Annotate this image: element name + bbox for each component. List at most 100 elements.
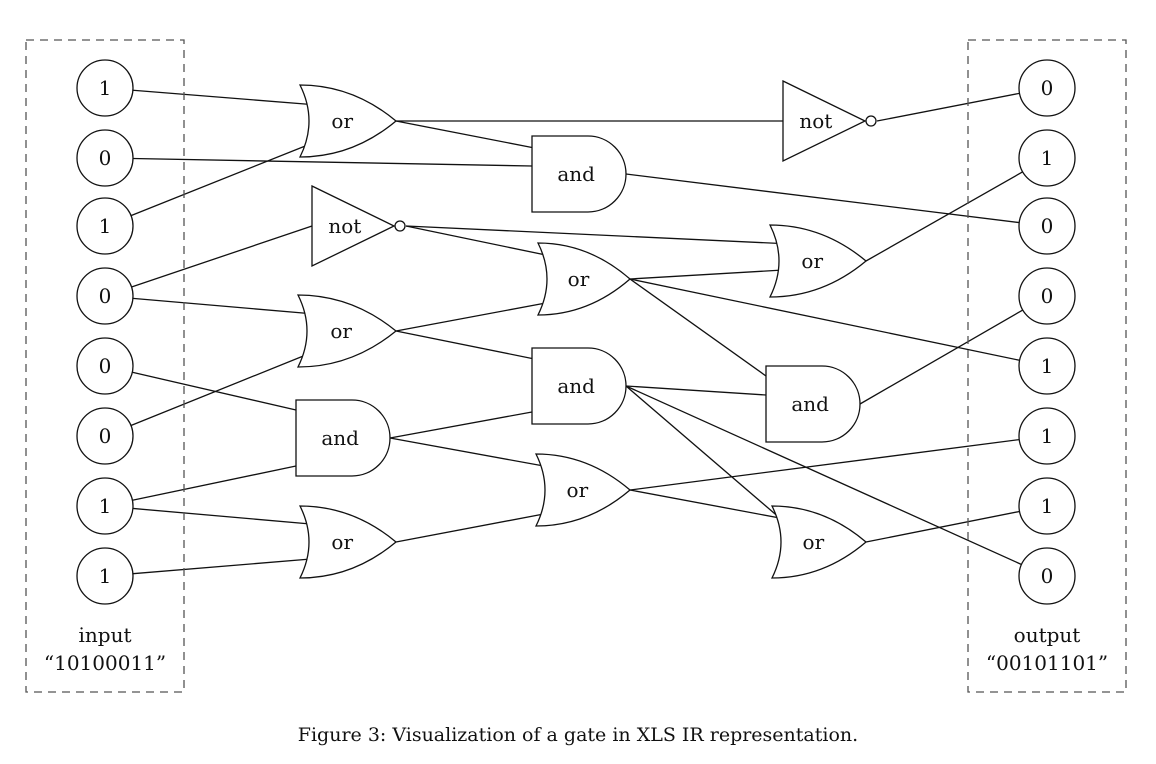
figure-caption: Figure 3: Visualization of a gate in XLS… xyxy=(298,724,858,746)
wires-layer xyxy=(130,89,1024,575)
output-bit-value: 1 xyxy=(1041,146,1054,170)
not-gate: not xyxy=(782,79,877,163)
wire-i6-g12 xyxy=(132,507,311,525)
not-gate: not xyxy=(311,184,406,268)
gate-label: and xyxy=(321,426,359,450)
wire-i6-g9 xyxy=(132,465,297,501)
and-gate: and xyxy=(531,347,627,425)
and-gate-body xyxy=(531,347,627,425)
output-bit-circle xyxy=(1018,337,1076,395)
input-bit-circle xyxy=(76,477,134,535)
wire-i4-g9 xyxy=(132,371,297,411)
output-bit-node: 1 xyxy=(1018,407,1076,465)
wire-g4-g5 xyxy=(405,225,546,256)
input-bit-value: 0 xyxy=(99,146,112,170)
output-box xyxy=(967,39,1127,693)
output-bit-circle xyxy=(1018,197,1076,255)
or-gate: or xyxy=(770,505,868,579)
wire-g13-o6 xyxy=(865,510,1020,543)
wire-i3-g6 xyxy=(132,297,309,315)
or-gate: or xyxy=(298,505,398,579)
input-bit-node: 1 xyxy=(76,477,134,535)
input-bit-node: 0 xyxy=(76,407,134,465)
input-bit-value: 0 xyxy=(99,354,112,378)
wire-g8-g13 xyxy=(625,385,781,519)
wire-i5-g6 xyxy=(130,354,307,427)
output-box-title: output xyxy=(1014,623,1081,647)
or-gate-body xyxy=(536,242,631,316)
input-bit-value: 0 xyxy=(99,424,112,448)
gate-label: or xyxy=(803,530,825,554)
gate-label: and xyxy=(791,392,829,416)
not-gate-body xyxy=(782,79,867,163)
or-gate: or xyxy=(536,242,631,316)
output-bit-circle xyxy=(1018,547,1076,605)
gate-label: or xyxy=(801,249,823,273)
input-bit-circle xyxy=(76,59,134,117)
or-gate: or xyxy=(298,84,398,158)
output-bit-value: 1 xyxy=(1041,494,1054,518)
not-gate-body xyxy=(311,184,396,268)
input-box-title: input xyxy=(79,623,132,647)
wire-g2-o2 xyxy=(625,173,1020,224)
output-bit-value: 0 xyxy=(1041,76,1054,100)
input-box-value: “10100011” xyxy=(44,651,166,675)
output-bit-value: 1 xyxy=(1041,354,1054,378)
or-gate-body xyxy=(768,224,868,298)
wire-g12-g11 xyxy=(395,513,544,543)
output-bit-node: 0 xyxy=(1018,59,1076,117)
input-bit-circle xyxy=(76,129,134,187)
inverter-bubble xyxy=(865,115,877,127)
output-bit-node: 1 xyxy=(1018,129,1076,187)
wire-i7-g12 xyxy=(132,558,311,575)
input-bit-node: 1 xyxy=(76,547,134,605)
input-bit-circle xyxy=(76,547,134,605)
gate-label: or xyxy=(567,478,589,502)
output-bit-circle xyxy=(1018,267,1076,325)
and-gate: and xyxy=(295,399,391,477)
wire-g8-o7 xyxy=(625,385,1022,566)
input-bit-circle xyxy=(76,267,134,325)
input-bit-circle xyxy=(76,337,134,395)
output-bit-circle xyxy=(1018,129,1076,187)
output-bit-value: 0 xyxy=(1041,284,1054,308)
output-bit-value: 0 xyxy=(1041,564,1054,588)
or-gate: or xyxy=(296,294,398,368)
wire-g1-g2 xyxy=(395,120,533,149)
output-bit-value: 1 xyxy=(1041,424,1054,448)
or-gate-body xyxy=(298,84,398,158)
input-bit-node: 0 xyxy=(76,337,134,395)
wire-g6-g5 xyxy=(395,302,546,332)
gate-label: or xyxy=(330,319,352,343)
input-box xyxy=(25,39,185,693)
wire-g7-o1 xyxy=(865,171,1023,262)
gate-label: not xyxy=(799,109,832,133)
input-bit-value: 1 xyxy=(99,76,112,100)
input-bit-circle xyxy=(76,407,134,465)
wire-i3-g4 xyxy=(131,225,313,288)
input-bit-circle xyxy=(76,197,134,255)
input-bit-node: 0 xyxy=(76,267,134,325)
wire-g3-o0 xyxy=(876,92,1020,122)
wire-i0-g1 xyxy=(132,89,312,106)
or-gate: or xyxy=(768,224,868,298)
and-gate-body xyxy=(295,399,391,477)
output-bit-node: 0 xyxy=(1018,267,1076,325)
gate-label: or xyxy=(331,109,353,133)
wire-g8-g10 xyxy=(625,385,767,396)
input-bit-value: 1 xyxy=(99,494,112,518)
wire-i2-g1 xyxy=(130,144,309,217)
input-bit-value: 0 xyxy=(99,284,112,308)
wire-g9-g8 xyxy=(389,411,533,439)
or-gate-body xyxy=(770,505,868,579)
or-gate-body xyxy=(298,505,398,579)
input-bit-node: 1 xyxy=(76,59,134,117)
wire-g10-o3 xyxy=(859,309,1024,405)
or-gate-body xyxy=(534,453,632,527)
wire-g4-g7 xyxy=(405,225,781,245)
output-bit-value: 0 xyxy=(1041,214,1054,238)
and-gate: and xyxy=(531,135,627,213)
gate-label: or xyxy=(568,267,590,291)
or-gate: or xyxy=(534,453,632,527)
